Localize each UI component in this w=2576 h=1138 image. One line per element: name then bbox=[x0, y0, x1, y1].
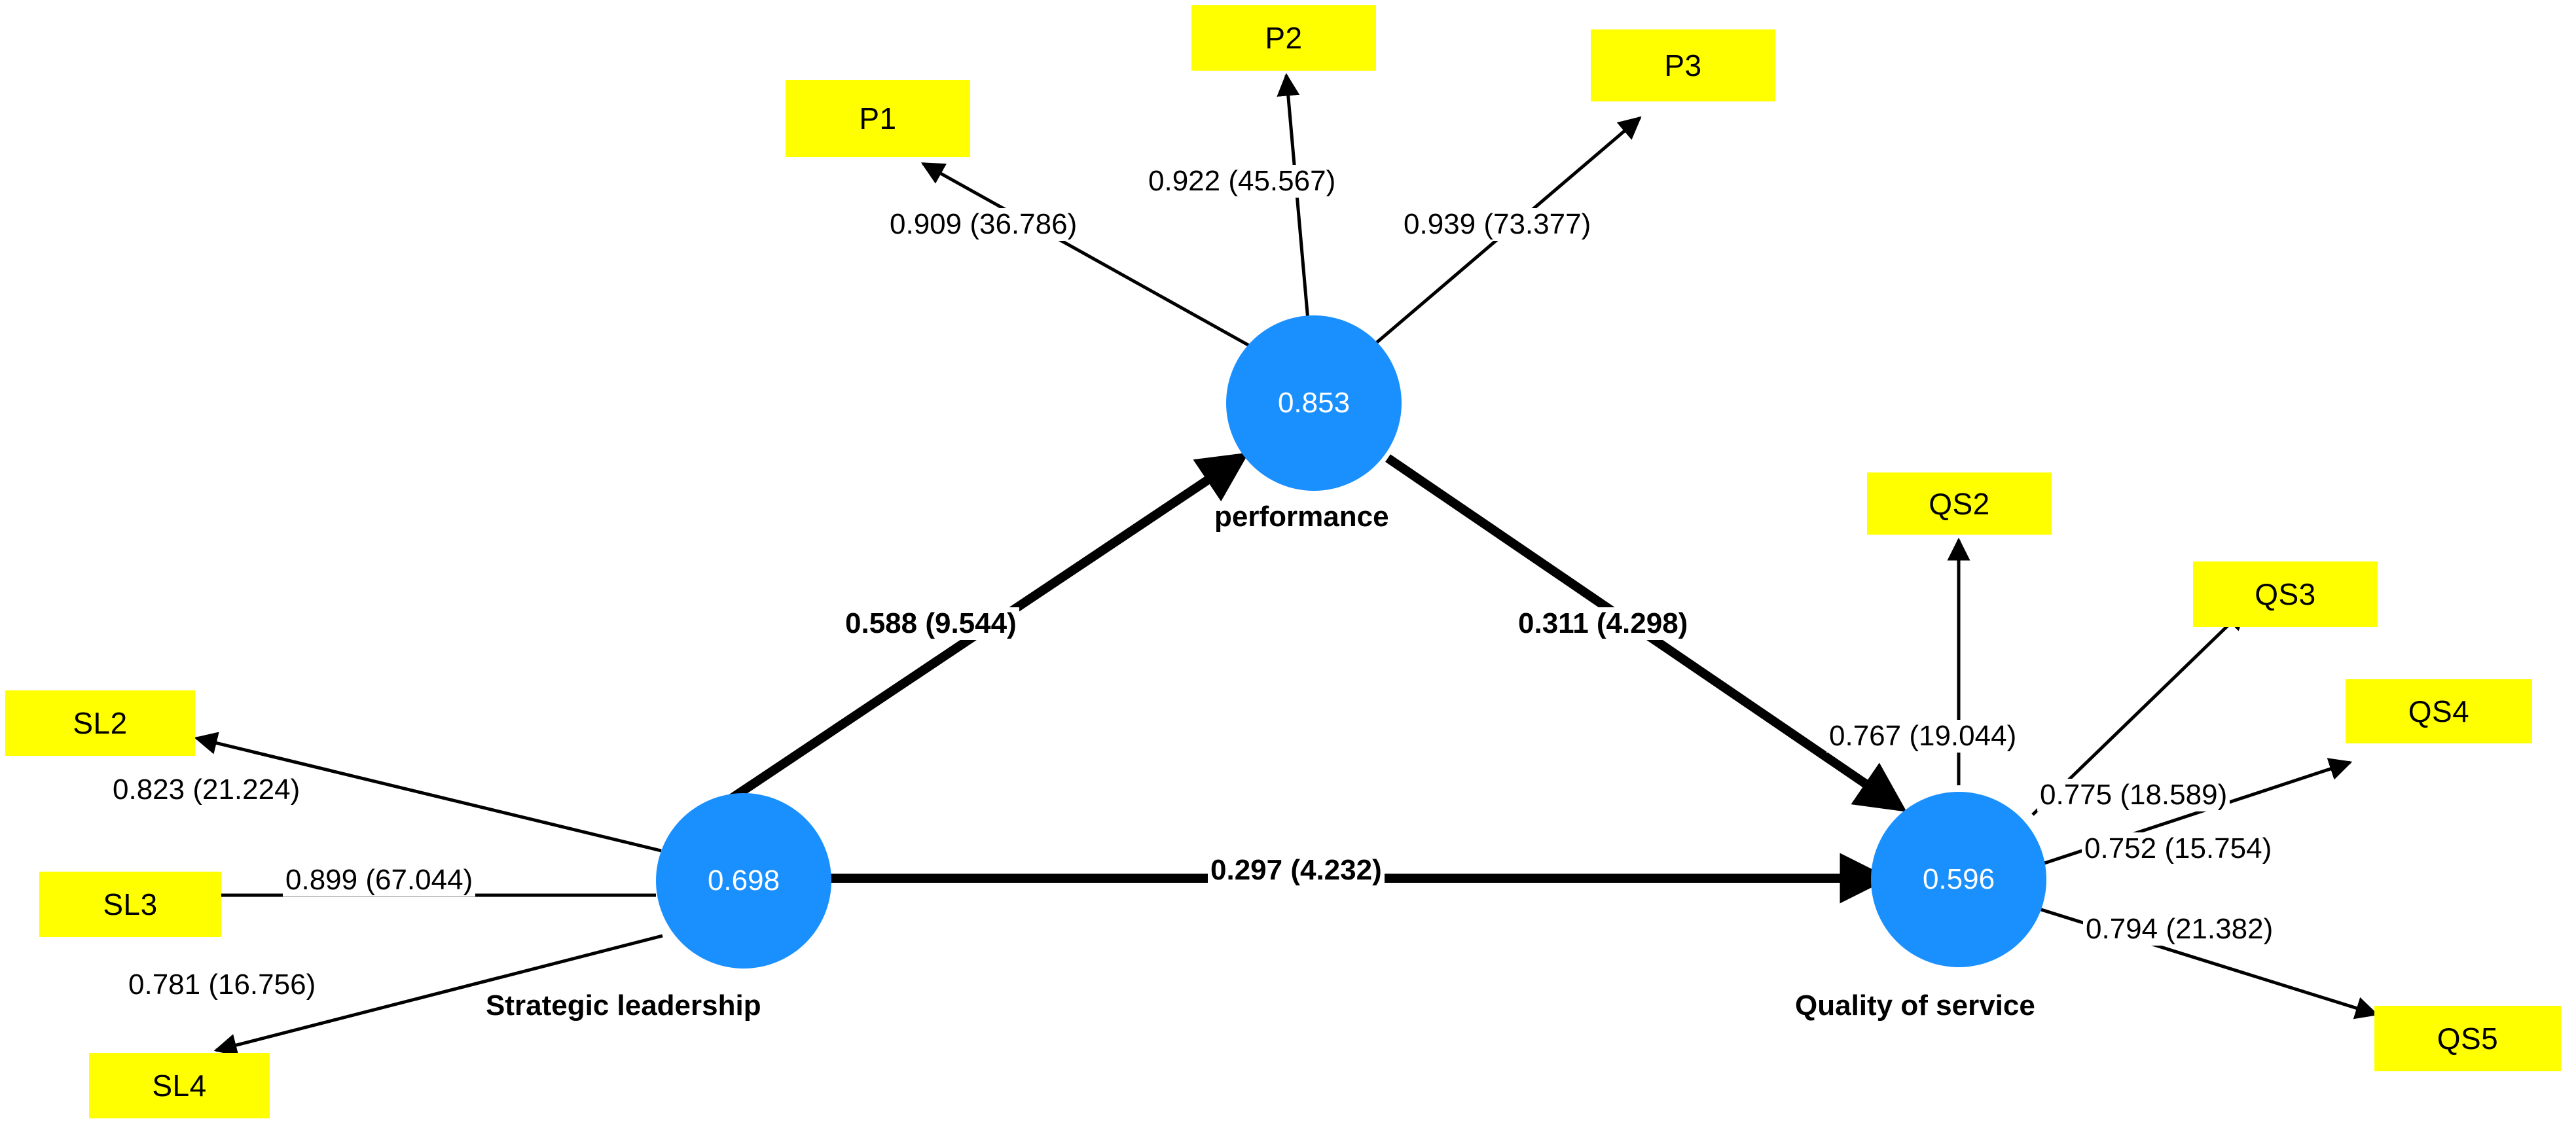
path-label-performance-p2: 0.922 (45.567) bbox=[1146, 165, 1339, 198]
indicator-label-p3: P3 bbox=[1664, 48, 1702, 82]
construct-value-strategic-leadership: 0.698 bbox=[707, 864, 780, 897]
construct-value-quality-of-service: 0.596 bbox=[1922, 863, 1995, 895]
indicator-box-sl3[interactable]: SL3 bbox=[39, 872, 221, 937]
indicator-box-qs5[interactable]: QS5 bbox=[2374, 1006, 2561, 1071]
path-line-performance-p2 bbox=[1277, 73, 1311, 336]
construct-value-performance: 0.853 bbox=[1277, 387, 1351, 419]
path-label-quality-of-service-qs4: 0.752 (15.754) bbox=[2082, 832, 2275, 865]
path-label-strategic-leadership-performance: 0.588 (9.544) bbox=[843, 607, 1019, 640]
indicator-label-qs2: QS2 bbox=[1929, 486, 1990, 521]
path-label-quality-of-service-qs2: 0.767 (19.044) bbox=[1826, 720, 2020, 753]
path-label-performance-p1: 0.909 (36.786) bbox=[887, 208, 1080, 241]
indicator-label-sl2: SL2 bbox=[73, 706, 128, 740]
construct-node-quality-of-service[interactable]: 0.596 bbox=[1871, 792, 2046, 967]
indicator-label-p1: P1 bbox=[859, 101, 897, 135]
indicator-label-qs5: QS5 bbox=[2437, 1022, 2499, 1056]
path-line-strategic-leadership-sl4 bbox=[213, 934, 663, 1057]
path-label-performance-p3: 0.939 (73.377) bbox=[1401, 208, 1594, 241]
path-label-performance-quality-of-service: 0.311 (4.298) bbox=[1515, 607, 1691, 640]
construct-label-strategic-leadership: Strategic leadership bbox=[486, 989, 761, 1022]
construct-node-performance[interactable]: 0.853 bbox=[1226, 315, 1402, 491]
indicator-label-sl4: SL4 bbox=[152, 1069, 207, 1103]
indicator-label-qs3: QS3 bbox=[2255, 577, 2316, 611]
indicator-box-sl4[interactable]: SL4 bbox=[89, 1053, 270, 1118]
indicator-box-qs2[interactable]: QS2 bbox=[1867, 472, 2052, 535]
path-label-quality-of-service-qs3: 0.775 (18.589) bbox=[2037, 779, 2230, 811]
path-line-strategic-leadership-sl2 bbox=[194, 732, 662, 853]
indicator-label-p2: P2 bbox=[1265, 21, 1303, 55]
indicator-box-qs3[interactable]: QS3 bbox=[2193, 561, 2378, 627]
construct-label-performance: performance bbox=[1214, 501, 1389, 533]
indicator-box-qs4[interactable]: QS4 bbox=[2346, 679, 2532, 743]
indicator-box-p2[interactable]: P2 bbox=[1191, 5, 1376, 71]
path-label-strategic-leadership-sl3: 0.899 (67.044) bbox=[283, 864, 476, 897]
construct-label-quality-of-service: Quality of service bbox=[1795, 989, 2035, 1022]
construct-node-strategic-leadership[interactable]: 0.698 bbox=[656, 793, 831, 969]
path-line-performance-p1 bbox=[920, 162, 1268, 357]
path-label-strategic-leadership-quality-of-service: 0.297 (4.232) bbox=[1208, 854, 1385, 887]
indicator-box-p3[interactable]: P3 bbox=[1591, 29, 1775, 101]
path-label-strategic-leadership-sl4: 0.781 (16.756) bbox=[126, 969, 319, 1001]
path-label-quality-of-service-qs5: 0.794 (21.382) bbox=[2083, 913, 2276, 946]
indicator-box-sl2[interactable]: SL2 bbox=[5, 690, 195, 756]
indicator-label-qs4: QS4 bbox=[2408, 694, 2470, 728]
indicator-label-sl3: SL3 bbox=[103, 887, 158, 921]
indicator-box-p1[interactable]: P1 bbox=[786, 80, 970, 157]
path-label-strategic-leadership-sl2: 0.823 (21.224) bbox=[110, 773, 303, 806]
